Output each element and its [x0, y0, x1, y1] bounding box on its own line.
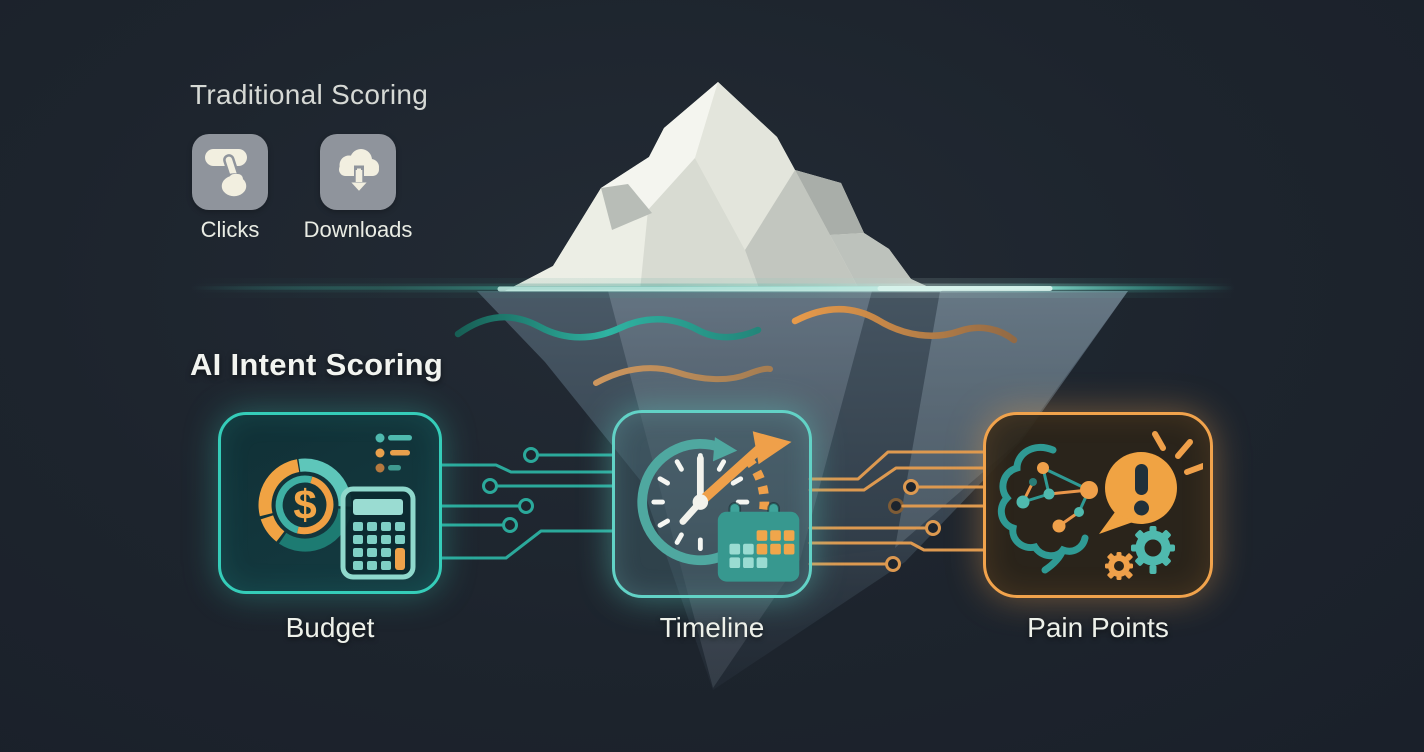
alert-bubble-glyph	[1099, 452, 1177, 534]
ai-card-timeline[interactable]	[612, 410, 812, 598]
ai-card-painpoints[interactable]	[983, 412, 1213, 598]
checklist-glyph	[375, 433, 412, 473]
ai-intent-scoring-title: AI Intent Scoring	[190, 347, 444, 382]
gear-teal-glyph	[1131, 526, 1175, 574]
click-tap-icon	[205, 149, 249, 199]
cloud-download-icon	[339, 149, 379, 195]
traditional-item-label-downloads: Downloads	[303, 217, 413, 242]
traditional-tile-downloads[interactable]	[320, 134, 396, 210]
clock-calendar-trend-icon	[637, 431, 800, 582]
alert-rays	[1152, 431, 1203, 475]
underwater-wave-teal	[454, 313, 762, 341]
circuit-traces-teal	[439, 447, 615, 560]
gear-orange-glyph	[1105, 552, 1133, 580]
card-label-budget: Budget	[285, 612, 375, 643]
brain-alert-gears-icon	[997, 431, 1203, 580]
card-label-timeline: Timeline	[659, 612, 765, 643]
card-label-painpoints: Pain Points	[1027, 612, 1169, 643]
svg-text:$: $	[293, 481, 316, 528]
underwater-wave-orange-right	[791, 306, 1018, 344]
traditional-scoring-title: Traditional Scoring	[190, 79, 429, 110]
traditional-tile-clicks[interactable]	[192, 134, 268, 210]
neural-network-glyph	[1016, 462, 1098, 533]
waterline	[180, 278, 1245, 298]
circuit-traces-orange	[808, 450, 986, 572]
iceberg-above-water	[505, 82, 937, 291]
traditional-item-label-clicks: Clicks	[200, 217, 260, 242]
calculator-glyph	[340, 486, 416, 580]
underwater-waves	[454, 306, 1018, 386]
underwater-wave-orange-center	[593, 365, 773, 386]
ai-card-budget[interactable]: $	[218, 412, 442, 594]
calendar-glyph	[717, 502, 800, 582]
budget-donut-calculator-icon: $	[258, 433, 416, 580]
